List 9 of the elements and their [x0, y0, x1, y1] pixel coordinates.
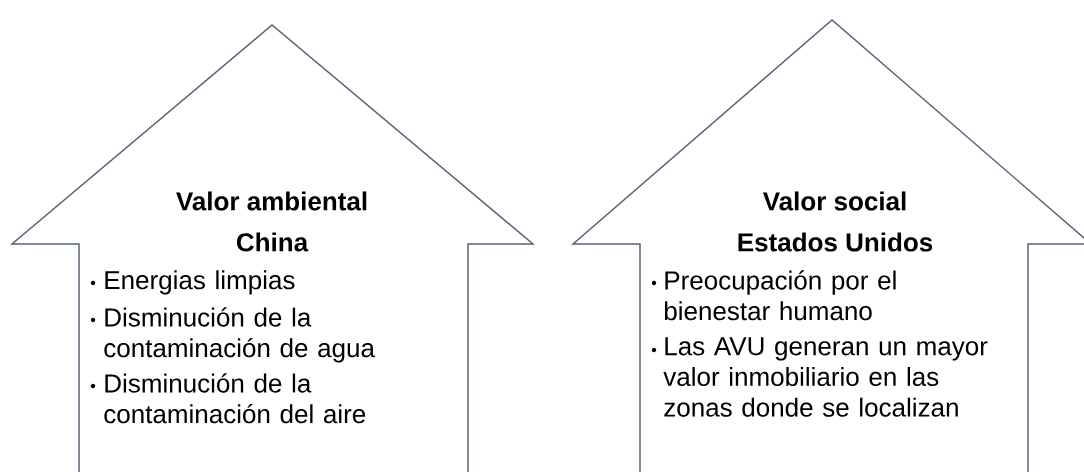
heading: Valor ambiental [176, 191, 367, 211]
bullet-text: Preocupación por el bienestar humano [664, 270, 896, 321]
bullet-text: Energias limpias [105, 270, 295, 295]
bullet-text: Las AVU generan un mayor valor inmobiliario en las zonas donde se localizan [663, 337, 988, 417]
bullet-text: Disminución de la contaminación de agua [104, 307, 375, 363]
bullet-text: Disminución de la contaminación del aire [104, 373, 366, 424]
heading: Valor social [762, 191, 906, 211]
heading: Estados Unidos [738, 232, 933, 252]
heading: China [236, 232, 309, 252]
